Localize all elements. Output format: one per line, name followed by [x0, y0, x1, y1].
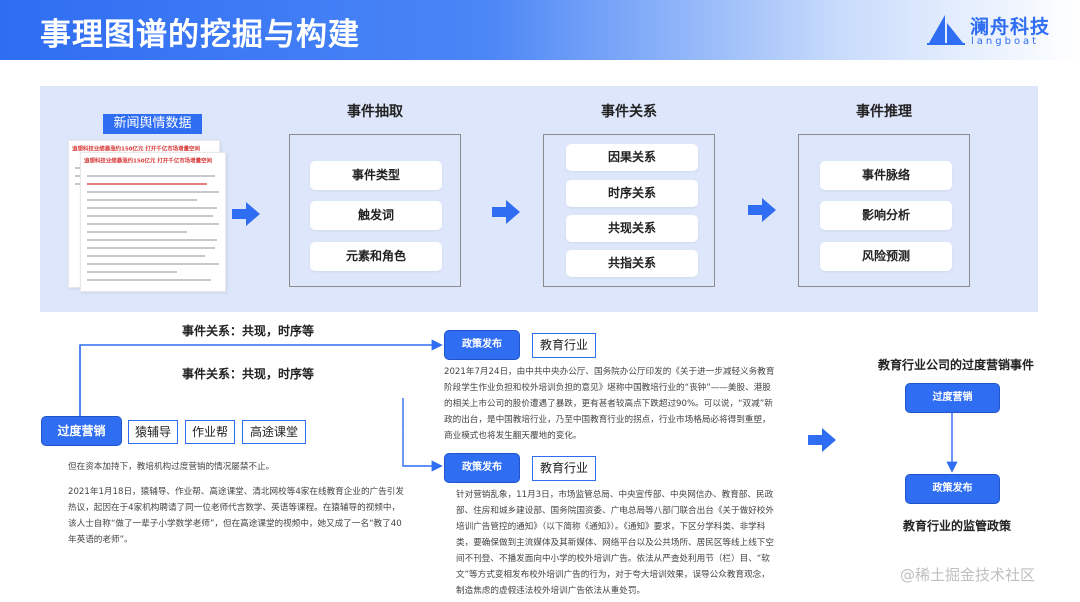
right-arrow-icon — [232, 202, 260, 226]
entity-tag[interactable]: 高途课堂 — [242, 420, 306, 444]
column-title-extraction: 事件抽取 — [347, 104, 403, 120]
extraction-item: 触发词 — [310, 201, 442, 230]
column-title-relations: 事件关系 — [601, 104, 657, 120]
news-document-front: 追想科技业绩暴涨约150亿元 打开千亿市场增量空间 — [80, 152, 226, 292]
extraction-frame — [289, 134, 461, 287]
industry-tag[interactable]: 教育行业 — [532, 456, 596, 481]
summary-top-caption: 教育行业公司的过度营销事件 — [878, 358, 1035, 372]
summary-node-overmarketing[interactable]: 过度营销 — [905, 383, 1000, 413]
policy-paragraph-1: 2021年7月24日，由中共中央办公厅、国务院办公厅印发的《关于进一步减轻义务教… — [444, 367, 775, 441]
logo-subtext: langboat — [971, 36, 1040, 47]
extraction-item: 元素和角色 — [310, 242, 442, 271]
inference-item: 影响分析 — [820, 201, 952, 230]
relations-frame — [543, 134, 715, 287]
inference-item: 风险预测 — [820, 242, 952, 271]
header-bar — [0, 0, 1080, 60]
doc-headline: 追想科技业绩暴涨约150亿元 打开千亿市场增量空间 — [72, 145, 200, 153]
right-arrow-icon — [748, 198, 776, 222]
extraction-item: 事件类型 — [310, 161, 442, 190]
event-node-policy-1[interactable]: 政策发布 — [444, 330, 520, 360]
logo-text: 澜舟科技 — [970, 16, 1051, 38]
event-node-overmarketing[interactable]: 过度营销 — [41, 416, 122, 446]
relation-item: 共现关系 — [566, 215, 698, 242]
entity-tag[interactable]: 作业帮 — [185, 420, 235, 444]
relation-label: 事件关系：共现，时序等 — [182, 324, 315, 338]
relation-item: 共指关系 — [566, 250, 698, 277]
inference-frame — [798, 134, 970, 287]
right-arrow-icon — [808, 428, 836, 452]
center-caption: 但在资本加持下，教培机构过度营销的情况屡禁不止。 — [68, 462, 275, 472]
column-title-inference: 事件推理 — [856, 104, 912, 120]
industry-tag[interactable]: 教育行业 — [532, 333, 596, 358]
event-node-policy-2[interactable]: 政策发布 — [444, 453, 520, 483]
relation-item: 因果关系 — [566, 144, 698, 171]
news-data-label: 新闻舆情数据 — [103, 114, 202, 134]
relation-label: 事件关系：共现，时序等 — [182, 367, 315, 381]
policy-paragraph-2: 针对营销乱象，11月3日，市场监管总局、中央宣传部、中央网信办、教育部、民政部、… — [456, 490, 774, 596]
entity-tag[interactable]: 猿辅导 — [128, 420, 178, 444]
summary-bottom-caption: 教育行业的监管政策 — [903, 519, 1012, 533]
langboat-logo-icon — [927, 15, 965, 45]
page-title: 事理图谱的挖掘与构建 — [40, 17, 360, 53]
watermark: @稀土掘金技术社区 — [900, 566, 1036, 584]
center-paragraph: 2021年1月18日，猿辅导、作业帮、高途课堂、清北网校等4家在线教育企业的广告… — [68, 487, 404, 545]
inference-item: 事件脉络 — [820, 161, 952, 190]
doc-headline-front: 追想科技业绩暴涨约150亿元 打开千亿市场增量空间 — [84, 157, 212, 165]
relation-item: 时序关系 — [566, 180, 698, 207]
summary-node-policy[interactable]: 政策发布 — [905, 474, 1000, 504]
right-arrow-icon — [492, 200, 520, 224]
